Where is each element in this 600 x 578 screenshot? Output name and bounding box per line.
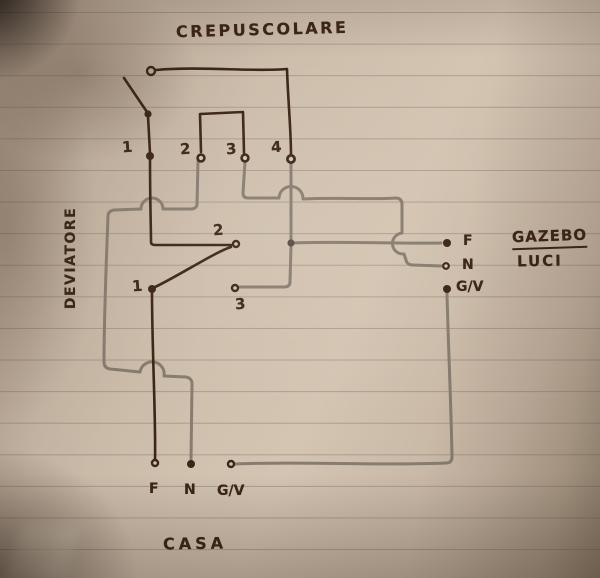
crepuscolare-pivot-circle <box>145 65 157 77</box>
crepuscolare-jumper-2-3 <box>198 110 246 155</box>
gazebo-terminal-label-n: N <box>462 257 474 273</box>
casa-n-dot <box>187 460 195 468</box>
gazebo-f-dot <box>443 239 451 247</box>
cable-neutral-gazebo <box>241 160 444 268</box>
wire-dev1-to-casa-f <box>150 290 157 462</box>
cable-junction-to-deviatore-3 <box>238 244 293 289</box>
deviatore-title: DEVIATORE <box>63 206 79 310</box>
gazebo-n-dot <box>442 262 450 270</box>
deviatore-terminal-label-1: 1 <box>131 276 144 296</box>
crepuscolare-lever-pivot-dot <box>144 110 152 118</box>
crepuscolare-lever-to-terminal-1 <box>146 114 152 155</box>
crepuscolare-terminal-label-1: 1 <box>121 137 134 157</box>
dark-wires <box>122 67 293 462</box>
gray-cables <box>102 159 454 466</box>
casa-title: CASA <box>162 533 228 554</box>
casa-terminal-label-n: N <box>184 482 196 498</box>
crepuscolare-terminal-label-2: 2 <box>179 139 192 159</box>
casa-f-dot <box>150 458 160 468</box>
gazebo-title-line1: GAZEBO <box>512 226 588 251</box>
casa-terminal-label-gv: G/V <box>217 483 245 499</box>
deviatore-terminal-1-dot <box>148 285 156 293</box>
cable-junction-to-gazebo-f <box>289 240 443 245</box>
deviatore-lever <box>151 245 233 290</box>
crepuscolare-switch-lever <box>122 76 149 114</box>
gazebo-terminal-label-f: F <box>463 233 473 249</box>
deviatore-terminal-label-3: 3 <box>234 294 247 314</box>
crepuscolare-terminal-3-dot <box>240 153 250 163</box>
deviatore-terminal-label-2: 2 <box>212 220 225 240</box>
casa-terminal-label-f: F <box>149 481 159 497</box>
gazebo-gv-dot <box>443 285 451 293</box>
crepuscolare-title: CREPUSCOLARE <box>175 17 349 42</box>
crepuscolare-terminal-label-3: 3 <box>225 139 238 159</box>
junction-dot <box>287 239 295 247</box>
crepuscolare-terminal-label-4: 4 <box>270 137 283 157</box>
casa-gv-dot <box>226 459 236 469</box>
deviatore-terminal-3-dot <box>230 283 240 293</box>
crepuscolare-terminal-4-dot <box>285 153 296 164</box>
crepuscolare-terminal-1-dot <box>146 152 154 160</box>
gazebo-title-line2: LUCI <box>516 251 563 271</box>
cable-ground <box>234 291 454 466</box>
deviatore-terminal-2-dot <box>231 239 241 249</box>
gazebo-terminal-label-gv: G/V <box>456 279 484 295</box>
crepuscolare-terminal-2-dot <box>196 153 206 163</box>
